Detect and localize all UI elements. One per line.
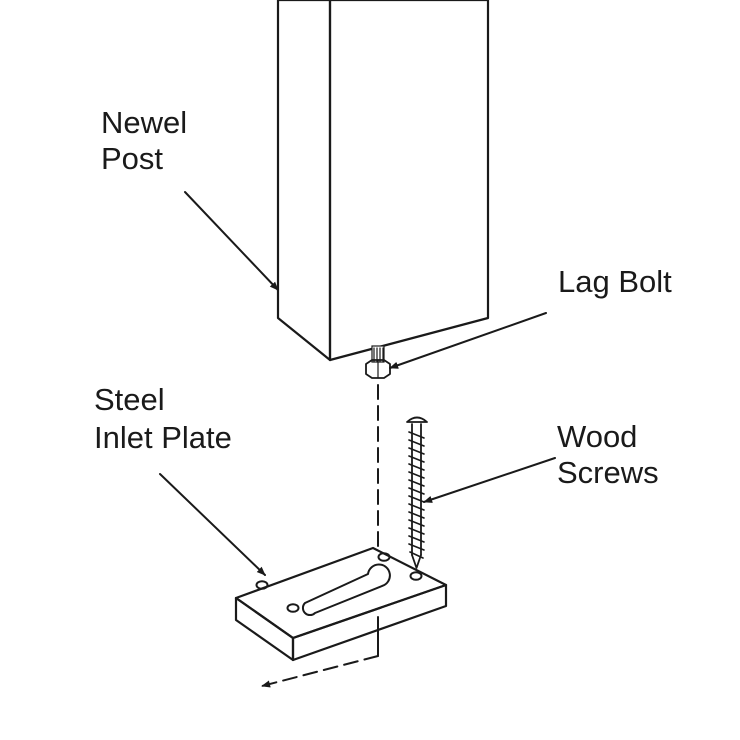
steel-inlet-plate-label-line-1: Steel	[94, 382, 165, 417]
steel-inlet-plate-leader	[159, 473, 266, 576]
lag-bolt-label: Lag Bolt	[558, 264, 672, 299]
newel-post-label: Newel Post	[101, 105, 196, 176]
lag-bolt-leader	[389, 312, 547, 369]
steel-inlet-plate-label-line-2: Inlet Plate	[94, 420, 232, 455]
wood-screws-leader	[423, 457, 556, 503]
wood-screws-label-line-1: Wood	[557, 419, 637, 454]
steel-inlet-plate-label: Steel Inlet Plate	[94, 382, 232, 455]
lag-bolt	[365, 345, 391, 379]
steel-inlet-plate	[234, 546, 448, 688]
wood-screws-label-line-2: Screws	[557, 455, 659, 490]
lag-bolt-label-line-1: Lag Bolt	[558, 264, 672, 299]
newel-post-label-line-2: Post	[101, 141, 163, 176]
newel-post	[276, 0, 490, 362]
newel-post-label-line-1: Newel	[101, 105, 187, 140]
newel-post-leader	[184, 191, 279, 291]
wood-screw	[406, 416, 428, 569]
wood-screws-label: Wood Screws	[557, 419, 659, 490]
